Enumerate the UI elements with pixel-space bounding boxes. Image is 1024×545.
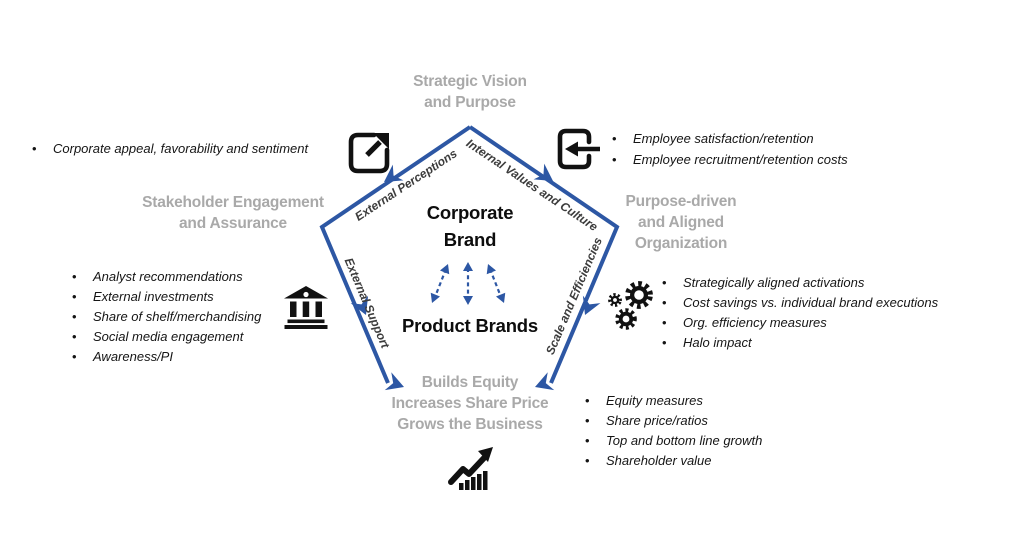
list-scale-efficiencies-metrics: Strategically aligned activations Cost s… — [656, 273, 938, 353]
list-item: Equity measures — [579, 391, 762, 411]
list-item: Halo impact — [656, 333, 938, 353]
arrowhead-bottom-right-end — [535, 372, 555, 391]
product-brands-label: Product Brands — [402, 315, 538, 336]
corporate-brand-label: Corporate Brand — [426, 202, 514, 250]
list-item: Employee recruitment/retention costs — [606, 149, 848, 170]
list-external-support-metrics: Analyst recommendations External investm… — [66, 267, 261, 367]
growth-chart-icon — [448, 447, 493, 490]
arrowhead-lower-right — [582, 295, 601, 315]
arrowhead-upper-right — [533, 163, 553, 181]
list-item: Top and bottom line growth — [579, 431, 762, 451]
list-internal-values-metrics: Employee satisfaction/retention Employee… — [606, 128, 848, 170]
list-item: Shareholder value — [579, 451, 762, 471]
brand-link-arrows — [433, 268, 503, 299]
arrowhead-lower-left — [350, 295, 369, 315]
list-item: Share price/ratios — [579, 411, 762, 431]
brand-link-arrowheads — [430, 262, 506, 305]
heading-stakeholder-engagement: Stakeholder Engagement and Assurance — [142, 194, 324, 232]
list-item: Corporate appeal, favorability and senti… — [26, 139, 308, 159]
arrowhead-upper-left — [384, 164, 404, 182]
list-item: Social media engagement — [66, 327, 261, 347]
edge-arrowheads — [350, 163, 601, 391]
external-link-icon — [348, 132, 390, 174]
list-item: Org. efficiency measures — [656, 313, 938, 333]
list-item: Awareness/PI — [66, 347, 261, 367]
arrowhead-bottom-left-end — [384, 372, 404, 391]
heading-builds-equity: Builds Equity Increases Share Price Grow… — [391, 374, 549, 433]
gears-icon — [608, 281, 653, 330]
list-item: Analyst recommendations — [66, 267, 261, 287]
list-item: Share of shelf/merchandising — [66, 307, 261, 327]
list-item: Strategically aligned activations — [656, 273, 938, 293]
heading-strategic-vision: Strategic Vision and Purpose — [413, 73, 527, 111]
list-external-perceptions-metrics: Corporate appeal, favorability and senti… — [26, 139, 308, 159]
brand-link-right — [488, 268, 503, 298]
list-item: External investments — [66, 287, 261, 307]
import-arrow-icon — [557, 128, 600, 170]
list-item: Cost savings vs. individual brand execut… — [656, 293, 938, 313]
pentagon-right-edges — [468, 125, 620, 384]
brand-link-left — [433, 268, 448, 298]
list-equity-metrics: Equity measures Share price/ratios Top a… — [579, 391, 762, 471]
bank-icon — [284, 286, 328, 329]
heading-purpose-driven: Purpose-driven and Aligned Organization — [625, 193, 737, 252]
pentagon-left-edges — [319, 125, 472, 384]
list-item: Employee satisfaction/retention — [606, 128, 848, 149]
